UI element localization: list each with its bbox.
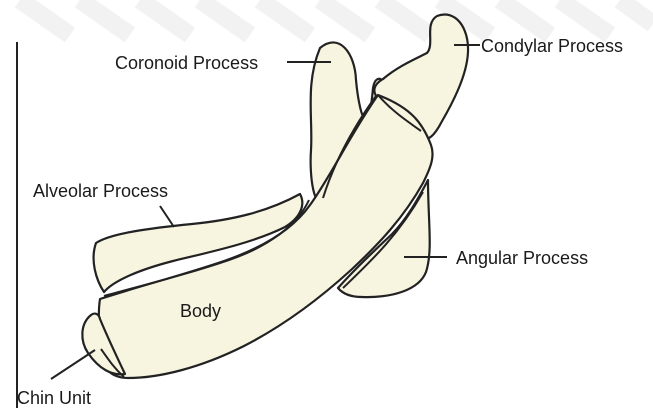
chin-leader-line	[51, 350, 95, 379]
watermark-background	[20, 0, 653, 35]
body-label: Body	[180, 301, 221, 321]
alveolar-process-label: Alveolar Process	[33, 181, 168, 201]
chin-unit-label: Chin Unit	[17, 388, 91, 408]
condylar-process-label: Condylar Process	[481, 36, 623, 56]
angular-process-label: Angular Process	[456, 248, 588, 268]
coronoid-process-label: Coronoid Process	[115, 53, 258, 73]
alveolar-leader-line	[160, 206, 174, 227]
